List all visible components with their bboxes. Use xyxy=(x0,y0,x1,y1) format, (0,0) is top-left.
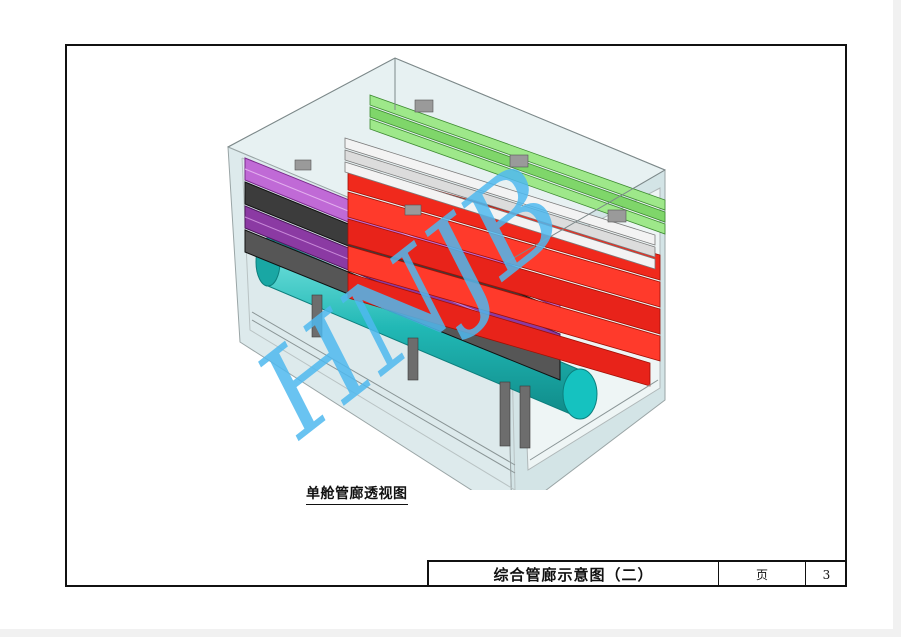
drawing-frame xyxy=(65,44,847,587)
figure-caption: 单舱管廊透视图 xyxy=(306,483,408,505)
title-block-title: 综合管廊示意图（二） xyxy=(429,562,719,587)
utility-tunnel-perspective-figure: HNJB xyxy=(226,57,667,490)
tunnel-edges xyxy=(227,57,666,264)
gas-pipes xyxy=(344,137,656,270)
title-block: 综合管廊示意图（二） 页 3 xyxy=(427,560,847,587)
title-block-page-number: 3 xyxy=(822,567,831,582)
pipe-supports xyxy=(311,294,531,449)
tray-brackets xyxy=(294,99,627,223)
heating-pipes xyxy=(347,164,661,387)
floor-drain-lines xyxy=(251,311,659,474)
drawing-sheet: HNJB 单舱管廊透视图 综合管廊示意图（二） 页 3 xyxy=(0,0,893,629)
title-block-page-label: 页 xyxy=(719,562,806,587)
